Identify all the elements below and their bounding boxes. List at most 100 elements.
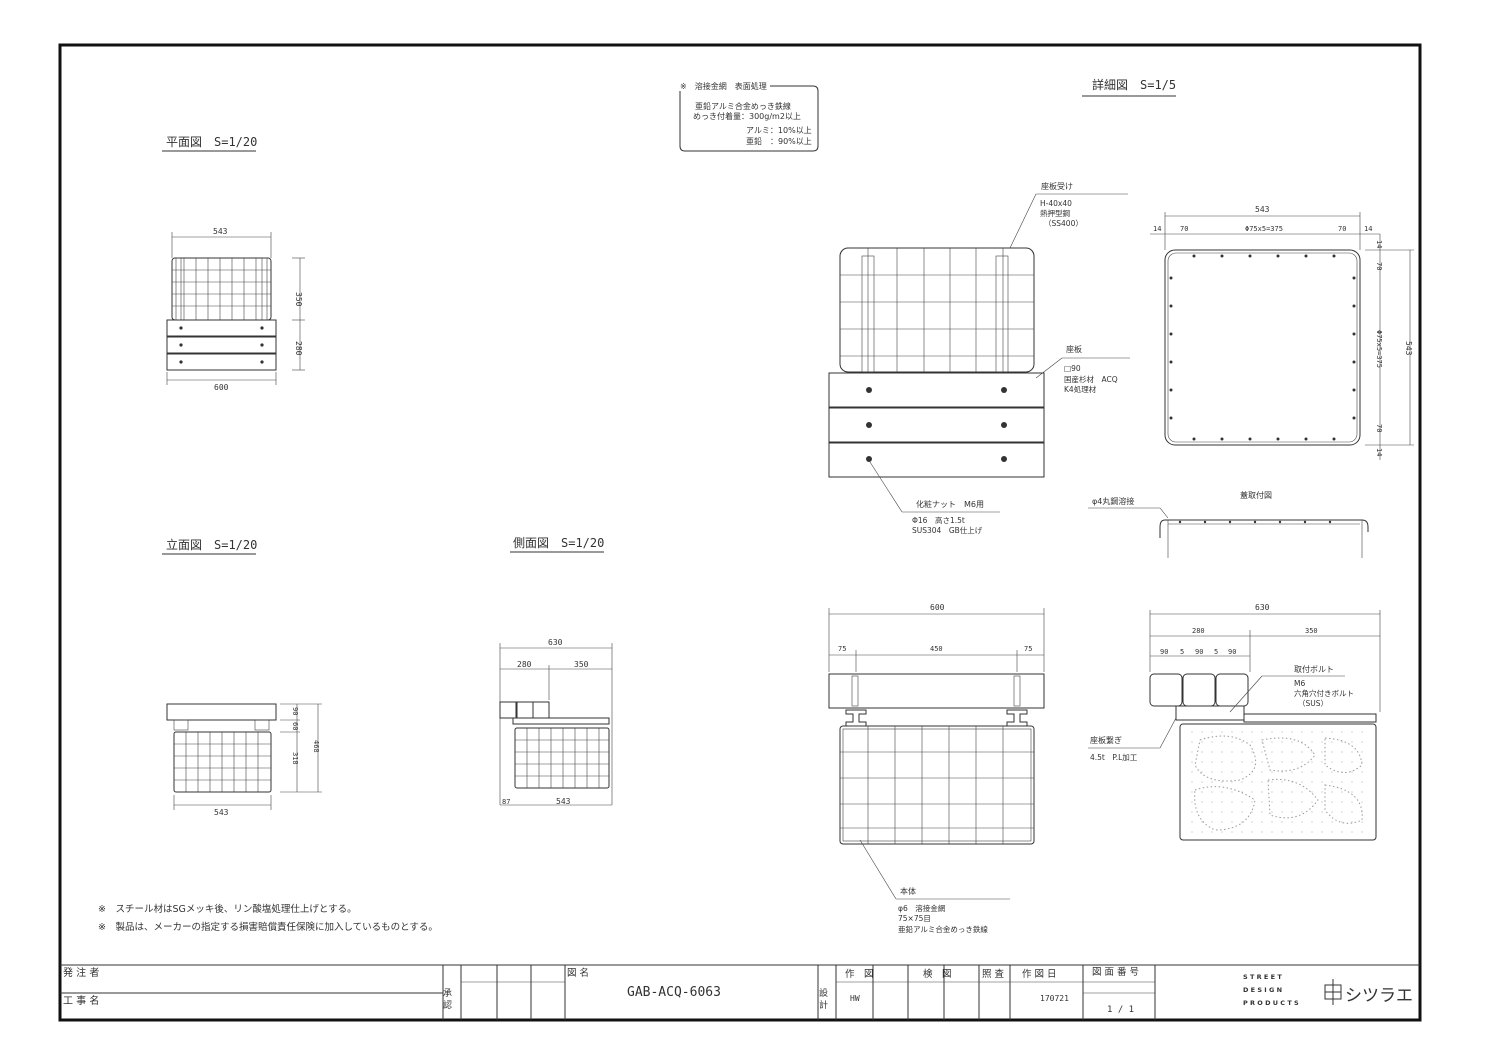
svg-text:90: 90 [1195,648,1203,656]
tb-number-label: 図 面 番 号 [1092,966,1139,978]
svg-text:熱押型鋼: 熱押型鋼 [1040,208,1070,218]
surface-note-line1: 亜鉛アルミ合金めっき鉄線 [695,101,791,111]
elev-dim-468: 468 [312,740,320,753]
svg-text:亜鉛アルミ合金めっき鉄線: 亜鉛アルミ合金めっき鉄線 [898,924,988,934]
det-front-total: 600 [930,603,945,612]
callout-seat-board: 座板 [1066,344,1082,354]
plan-view: 平面図 S=1/20 543 600 [162,135,305,392]
surface-note-line3: アルミ：10%以上 [746,126,812,135]
note-1: ※ スチール材はSGメッキ後、リン酸塩処理仕上げとする。 [98,903,357,915]
svg-text:14: 14 [1153,225,1161,233]
detail-top-view: 543 14 70 Φ75x5=375 70 14 14 70 Φ75x5=37… [1150,205,1414,460]
svg-text:70: 70 [1375,424,1383,432]
plan-dim-top: 543 [213,227,228,236]
side-dim-543: 543 [556,797,571,806]
side-dim-87: 87 [502,798,510,806]
tb-project-label: 工 事 名 [63,994,99,1007]
svg-text:70: 70 [1338,225,1346,233]
svg-text:70: 70 [1375,262,1383,270]
side-dim-total: 630 [548,638,563,647]
det-top-mid: Φ75x5=375 [1245,225,1283,233]
sheet-border [58,43,1422,1022]
brand-line-3: P R O D U C T S [1243,999,1299,1007]
svg-text:70: 70 [1180,225,1188,233]
brand-logo-text: シツラエ [1345,986,1413,1006]
svg-text:六角穴付きボルト: 六角穴付きボルト [1294,688,1354,698]
lid-mount-label: 蓋取付図 [1240,490,1272,500]
tb-drawing-name: GAB-ACQ-6063 [627,985,721,1000]
svg-text:SUS304 GB仕上げ: SUS304 GB仕上げ [912,525,983,535]
detail-lower-front-view: 600 75 450 75 本体 φ6 溶接金網 75×75目 亜鉛アルミ合金め… [828,603,1045,934]
surface-note-title: ※ 溶接金網 表面処理 [680,81,767,91]
svg-text:□90: □90 [1064,364,1081,373]
svg-text:14: 14 [1375,240,1383,248]
svg-text:H-40x40: H-40x40 [1040,199,1072,208]
side-view-title: 側面図 S=1/20 [513,536,604,550]
svg-text:90: 90 [1160,648,1168,656]
svg-text:350: 350 [1305,627,1318,635]
side-view: 側面図 S=1/20 630 280 350 87 543 [499,536,613,806]
callout-weld: φ4丸鋼溶接 [1092,496,1134,506]
svg-text:φ6 溶接金網: φ6 溶接金網 [898,903,946,913]
det-top-total: 543 [1255,205,1270,214]
svg-text:14: 14 [1364,225,1372,233]
svg-text:（SUS）: （SUS） [1298,699,1328,708]
elev-dim-bottom: 543 [214,808,229,817]
tb-made-label: 作 図 [845,968,874,980]
title-block: 発 注 者 工 事 名 承 認 図 名 GAB-ACQ-6063 設 計 作 図… [60,964,1420,1020]
surface-note-line2: めっき付着量：300g/m2以上 [693,111,801,121]
brand-logo: シツラエ [1324,979,1413,1006]
callout-bolt: 取付ボルト [1294,664,1334,674]
brand-line-2: D E S I G N [1243,986,1282,994]
svg-text:543: 543 [1404,341,1413,356]
svg-text:14: 14 [1375,448,1383,456]
side-dim-350: 350 [574,660,589,669]
lid-mount-detail: φ4丸鋼溶接 蓋取付図 [1088,490,1369,558]
note-2: ※ 製品は、メーカーの指定する損害賠償責任保険に加入しているものとする。 [98,921,438,933]
surface-note-line4: 亜鉛 ：90%以上 [746,136,812,146]
svg-text:90: 90 [1228,648,1236,656]
svg-text:5: 5 [1214,648,1218,656]
svg-text:75: 75 [1024,645,1032,653]
elev-dim-318: 318 [291,752,299,765]
elevation-view: 立面図 S=1/20 543 90 60 318 468 [162,537,322,817]
tb-check-label: 検 図 [923,968,952,980]
side-dim-280: 280 [517,660,532,669]
det-top-vmid: Φ75x5=375 [1375,330,1383,368]
elevation-view-title: 立面図 S=1/20 [166,537,257,552]
svg-text:75×75目: 75×75目 [898,914,931,923]
plan-dim-right-2: 280 [294,341,303,356]
tb-date-label: 作 図 日 [1022,968,1057,980]
callout-body: 本体 [900,886,916,896]
detail-lower-side-view: 630 280 350 90 5 90 5 90 取付ボルト M6 [1088,603,1381,841]
svg-text:280: 280 [1192,627,1205,635]
det-side-total: 630 [1255,603,1270,612]
svg-text:4.5t P.L加工: 4.5t P.L加工 [1090,752,1138,762]
svg-text:K4処理材: K4処理材 [1064,384,1097,394]
tb-made-value: HW [850,994,860,1003]
detail-front-view: 座板受け H-40x40 熱押型鋼 （SS400） 座板 □90 国産杉材 AC… [828,181,1130,535]
det-front-mid: 450 [930,645,943,653]
svg-text:（SS400）: （SS400） [1044,219,1083,228]
tb-client-label: 発 注 者 [63,966,99,979]
detail-view-title: 詳細図 S=1/5 [1092,77,1176,92]
svg-text:75: 75 [838,645,846,653]
plan-view-title: 平面図 S=1/20 [166,135,257,149]
elev-dim-60: 60 [291,722,299,730]
tb-drawing-name-label: 図 名 [567,967,589,979]
surface-treatment-note: ※ 溶接金網 表面処理 亜鉛アルミ合金めっき鉄線 めっき付着量：300g/m2以… [679,81,819,152]
tb-audit-label: 照 査 [982,968,1005,980]
tb-date-value: 170721 [1040,994,1069,1003]
plan-dim-right-1: 350 [294,292,303,307]
callout-nut: 化粧ナット M6用 [916,499,984,509]
svg-text:Φ16 高さ1.5t: Φ16 高さ1.5t [912,515,965,525]
tb-number-value: 1 / 1 [1107,1005,1134,1015]
svg-text:国産杉材 ACQ: 国産杉材 ACQ [1064,374,1118,384]
plan-dim-bottom: 600 [214,383,229,392]
elev-dim-90: 90 [291,707,299,715]
tb-design-label: 設 計 [817,987,828,1010]
svg-text:M6: M6 [1294,679,1305,688]
callout-seat-support: 座板受け [1041,181,1073,191]
tb-approve-label: 承 認 [441,988,452,1010]
